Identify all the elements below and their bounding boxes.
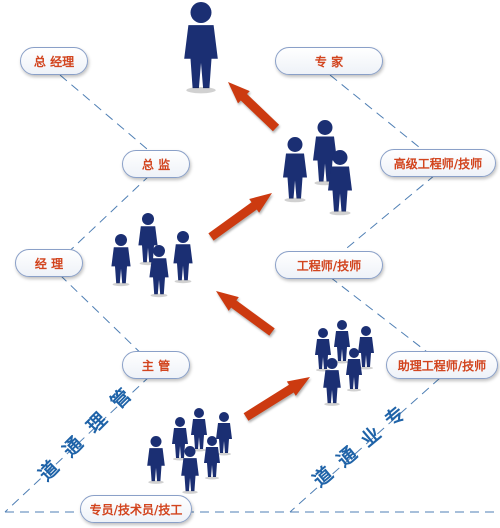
person-icon (184, 2, 218, 94)
person-icon (204, 436, 220, 480)
person-icon (334, 320, 350, 364)
person-icon (323, 358, 341, 406)
dashed-line (329, 74, 436, 161)
label-supervisor: 主 管 (122, 351, 190, 379)
label-general-manager: 总 经理 (20, 47, 88, 75)
dashed-line (59, 274, 151, 363)
progress-arrow (216, 291, 275, 336)
person-icon (358, 326, 374, 370)
person-icon (283, 137, 307, 203)
person-icon (346, 348, 362, 392)
label-staff: 专员/技术员/技工 (80, 495, 192, 523)
label-director: 总 监 (122, 150, 190, 178)
dashed-line (59, 74, 161, 161)
dashed-line (289, 377, 441, 513)
person-icon (173, 231, 193, 284)
person-icon (191, 408, 207, 452)
person-icon (216, 412, 232, 456)
dashed-line (59, 174, 151, 261)
dashed-line (329, 276, 441, 363)
label-manager: 经 理 (15, 249, 83, 277)
progress-arrow (208, 193, 272, 241)
progress-arrow (243, 377, 310, 421)
person-icon (181, 446, 199, 494)
progress-arrow (228, 82, 280, 132)
label-engineer: 工程师/技师 (275, 251, 383, 279)
person-icon (138, 213, 158, 266)
label-expert: 专 家 (275, 47, 383, 75)
dashed-line (329, 174, 436, 263)
person-icon (111, 234, 131, 287)
dashed-line (4, 375, 151, 513)
label-assistant-engineer: 助理工程师/技师 (386, 351, 498, 379)
person-icon (147, 436, 165, 484)
person-icon (328, 150, 352, 216)
label-senior-engineer: 高级工程师/技师 (380, 149, 496, 177)
person-icon (149, 245, 169, 298)
